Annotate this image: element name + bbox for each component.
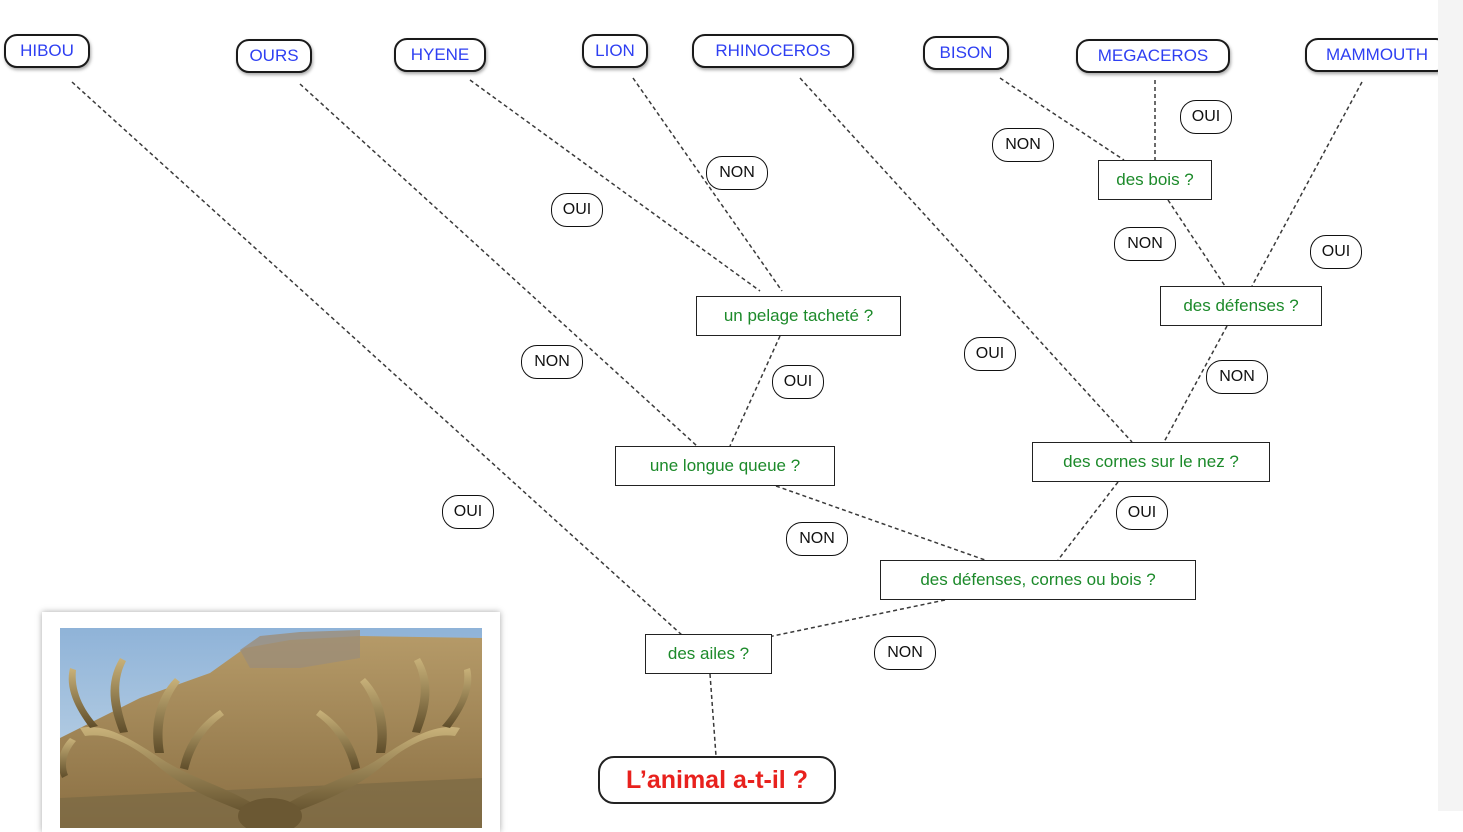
question-defenses-cornes-bois: des défenses, cornes ou bois ? xyxy=(880,560,1196,600)
edge-queue-dcb xyxy=(775,485,986,561)
answer-rhino-oui: OUI xyxy=(964,337,1016,371)
answer-bois-non: NON xyxy=(1114,227,1176,261)
edge-ailes-root xyxy=(709,673,717,757)
answer-ours-non: NON xyxy=(521,345,583,379)
animal-mammouth: MAMMOUTH xyxy=(1305,38,1449,72)
answer-ailes-non: NON xyxy=(874,636,936,670)
animal-bison: BISON xyxy=(923,36,1009,70)
tree-connector-lines xyxy=(71,77,1363,757)
edge-lion-pelage xyxy=(632,77,783,292)
animal-hibou: HIBOU xyxy=(4,34,90,68)
answer-queue-non: NON xyxy=(786,522,848,556)
answer-hibou-oui: OUI xyxy=(442,495,494,529)
answer-lion-non: NON xyxy=(706,156,768,190)
scrollbar-track[interactable] xyxy=(1438,0,1463,811)
animal-ours: OURS xyxy=(236,39,312,73)
edge-hyene-pelage xyxy=(469,79,761,292)
decision-tree-diagram: HIBOU OURS HYENE LION RHINOCEROS BISON M… xyxy=(4,0,1463,828)
question-defenses: des défenses ? xyxy=(1160,286,1322,326)
question-pelage-tachete: un pelage tacheté ? xyxy=(696,296,901,336)
edge-ours-queue xyxy=(299,83,698,447)
edge-rhino-cornes xyxy=(799,77,1133,443)
question-bois: des bois ? xyxy=(1098,160,1212,200)
animal-hyene: HYENE xyxy=(394,38,486,72)
answer-hyene-oui: OUI xyxy=(551,193,603,227)
question-ailes: des ailes ? xyxy=(645,634,772,674)
edge-mammouth-defenses xyxy=(1251,81,1363,287)
animal-lion: LION xyxy=(582,34,648,68)
answer-cornes-oui: OUI xyxy=(1116,496,1168,530)
question-cornes-nez: des cornes sur le nez ? xyxy=(1032,442,1270,482)
edge-defenses-cornes xyxy=(1163,325,1228,443)
answer-defenses-non: NON xyxy=(1206,360,1268,394)
answer-queue-oui: OUI xyxy=(772,365,824,399)
answer-mammouth-oui: OUI xyxy=(1310,235,1362,269)
answer-megaceros-oui: OUI xyxy=(1180,100,1232,134)
root-question: L’animal a-t-il ? xyxy=(598,756,836,804)
edge-hibou-ailes xyxy=(71,81,684,637)
edge-cornes-dcb xyxy=(1057,481,1119,561)
edge-dcb-ailes xyxy=(767,599,946,638)
animal-megaceros: MEGACEROS xyxy=(1076,39,1230,73)
megaloceros-photo xyxy=(42,612,500,832)
animal-rhinoceros: RHINOCEROS xyxy=(692,34,854,68)
edge-bois-defenses xyxy=(1167,199,1226,287)
edge-bison-bois xyxy=(999,77,1125,161)
megaloceros-antlers-illustration xyxy=(60,628,482,828)
edge-pelage-queue xyxy=(729,335,781,447)
answer-bison-non: NON xyxy=(992,128,1054,162)
question-longue-queue: une longue queue ? xyxy=(615,446,835,486)
